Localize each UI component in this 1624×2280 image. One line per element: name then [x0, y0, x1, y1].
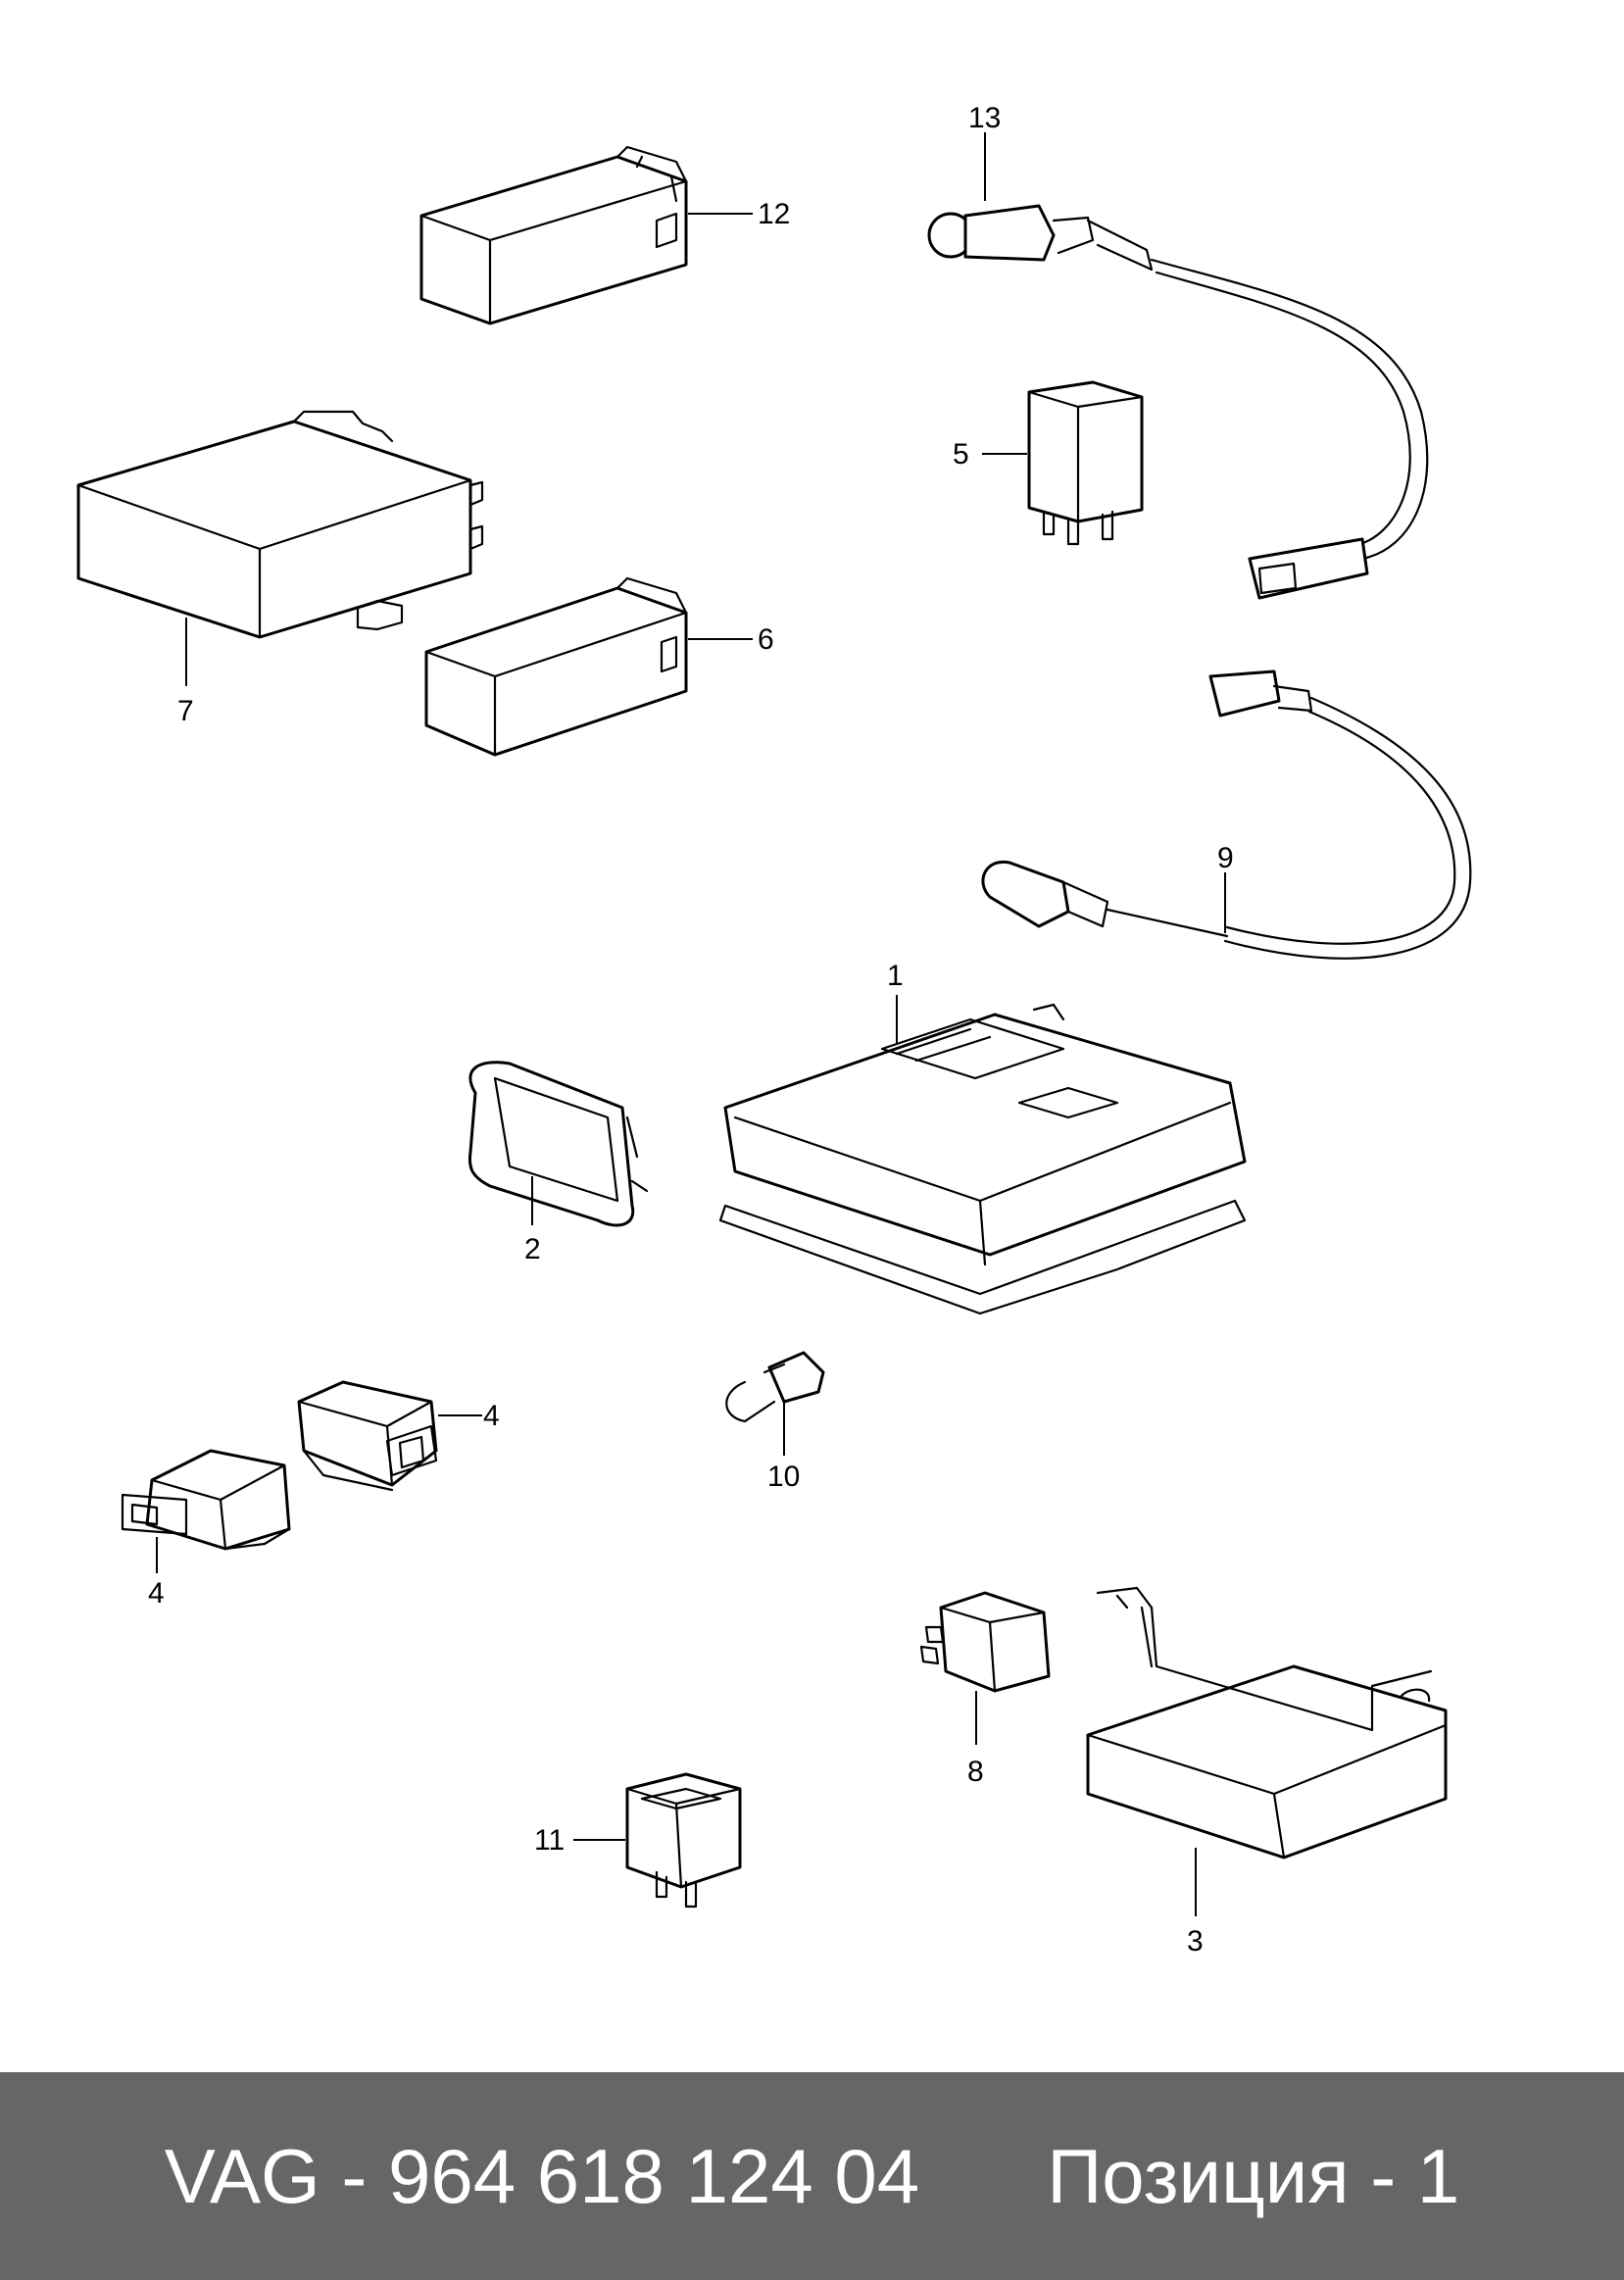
position-label: Позиция - 1	[1047, 2132, 1460, 2219]
callout-3: 3	[1187, 1925, 1204, 1958]
callout-7: 7	[177, 695, 194, 727]
part-3-control-box-bracket[interactable]	[1086, 1586, 1448, 1859]
part-10-bulb-holder[interactable]	[725, 1351, 825, 1423]
part-13-sensor-cable[interactable]	[927, 204, 1429, 600]
callout-11: 11	[534, 1824, 565, 1857]
part-6-relay-box[interactable]	[424, 576, 688, 757]
part-1-engine-control-unit[interactable]	[718, 1003, 1247, 1315]
callout-5: 5	[953, 438, 969, 471]
callout-8: 8	[967, 1756, 984, 1788]
part-4-relay-lower[interactable]	[121, 1449, 291, 1551]
part-7-control-unit[interactable]	[76, 410, 484, 639]
part-5-relay[interactable]	[1027, 380, 1144, 546]
callout-12: 12	[758, 198, 790, 230]
callout-4b: 4	[148, 1577, 165, 1610]
part-code: VAG - 964 618 124 04	[164, 2132, 920, 2219]
callout-4a: 4	[483, 1400, 500, 1432]
part-2-switch[interactable]	[468, 1061, 649, 1227]
part-9-knock-sensor[interactable]	[981, 669, 1472, 960]
callout-9: 9	[1217, 842, 1234, 874]
callout-13: 13	[968, 102, 1001, 134]
callout-2: 2	[524, 1233, 541, 1265]
footer-banner: VAG - 964 618 124 04 Позиция - 1	[0, 2072, 1624, 2280]
part-8-relay[interactable]	[919, 1591, 1051, 1693]
part-4-relay-upper[interactable]	[297, 1380, 438, 1492]
callout-1: 1	[887, 960, 904, 992]
callout-6: 6	[758, 623, 774, 656]
part-12-relay-box[interactable]	[419, 145, 688, 325]
part-11-relay[interactable]	[625, 1772, 742, 1908]
parts-diagram: 12 7 6 13 5	[76, 102, 1472, 1958]
callout-10: 10	[767, 1461, 800, 1493]
